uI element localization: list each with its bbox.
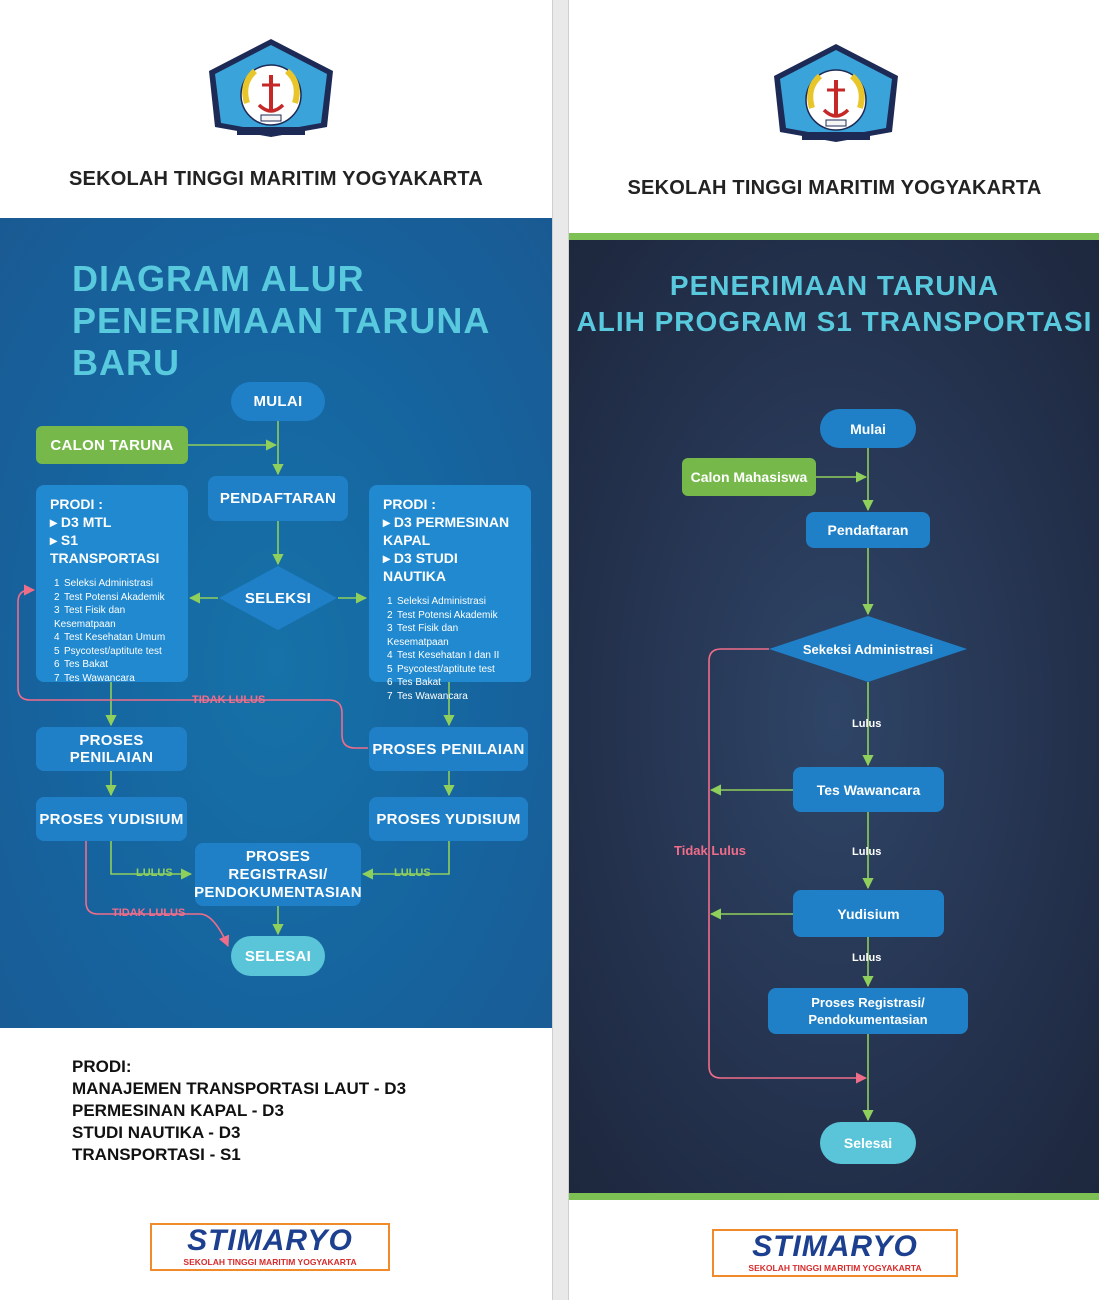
label-lulus-3: Lulus [852, 952, 882, 964]
left-emblem-graphic [209, 39, 333, 137]
seleksi-admin-diamond-shape [769, 616, 967, 682]
footer-prodi-line: PERMESINAN KAPAL - D3 [72, 1101, 284, 1120]
node-pendaftaran: Pendaftaran [806, 512, 930, 548]
node-seleksi-admin: Sekeksi Administrasi [802, 641, 934, 657]
edge-tidak-lulus [708, 648, 868, 1084]
right-title-line-2: ALIH PROGRAM S1 TRANSPORTASI [576, 306, 1093, 337]
right-title-line-1: PENERIMAAN TARUNA [669, 270, 1000, 301]
footer-prodi-line: MANAJEMEN TRANSPORTASI LAUT - D3 [72, 1079, 407, 1098]
logo-brand-sub: SEKOLAH TINGGI MARITIM YOGYAKARTA [183, 1257, 357, 1267]
label-tidak-lulus-selesai: TIDAK LULUS [112, 907, 186, 919]
logo-brand: STIMARYO [187, 1224, 353, 1257]
logo-brand-sub: SEKOLAH TINGGI MARITIM YOGYAKARTA [748, 1263, 922, 1273]
node-selesai: Selesai [820, 1122, 916, 1164]
seleksi-diamond-shape [219, 566, 337, 630]
node-tes-wawancara: Tes Wawancara [793, 767, 944, 812]
prodi-right-program-2: ▸ D3 STUDI NAUTIKA [383, 550, 458, 584]
registrasi-line-1: PROSES REGISTRASI/ [228, 847, 328, 883]
node-pendaftaran: PENDAFTARAN [208, 476, 348, 521]
prodi-right-head: PRODI : [383, 496, 436, 512]
right-flow-panel [569, 233, 1099, 1200]
label-lulus-1: Lulus [852, 718, 882, 730]
node-proses-penilaian-left: PROSES PENILAIAN [36, 727, 187, 771]
node-seleksi: SELEKSI [244, 589, 312, 607]
node-proses-penilaian-right: PROSES PENILAIAN [369, 727, 528, 771]
school-emblem [774, 44, 898, 142]
node-mulai: MULAI [231, 382, 325, 421]
footer-prodi-line: TRANSPORTASI - S1 [72, 1145, 241, 1164]
prodi-box-right: PRODI : ▸ D3 PERMESINAN KAPAL ▸ D3 STUDI… [369, 485, 531, 702]
node-selesai: SELESAI [231, 936, 325, 976]
left-banner: SEKOLAH TINGGI MARITIM YOGYAKARTA DIAGRA… [0, 0, 553, 1300]
right-panel-title: PENERIMAAN TARUNA ALIH PROGRAM S1 TRANSP… [569, 268, 1099, 340]
registrasi-line-2: PENDOKUMENTASIAN [194, 883, 362, 901]
footer-prodi-line: PRODI: [72, 1057, 132, 1076]
left-panel-title: DIAGRAM ALUR PENERIMAAN TARUNA BARU [72, 258, 552, 384]
prodi-left-head: PRODI : [50, 496, 103, 512]
label-tidak-lulus-loop: TIDAK LULUS [192, 694, 266, 706]
footer-prodi-line: STUDI NAUTIKA - D3 [72, 1123, 241, 1142]
label-lulus-left: LULUS [136, 867, 173, 879]
node-proses-registrasi: PROSES REGISTRASI/ PENDOKUMENTASIAN [194, 843, 362, 906]
right-banner: SEKOLAH TINGGI MARITIM YOGYAKARTA PENERI… [568, 0, 1099, 1300]
school-emblem [209, 39, 333, 137]
registrasi-line-1: Proses Registrasi/ [811, 995, 925, 1010]
prodi-left-program-2: ▸ S1 TRANSPORTASI [50, 532, 160, 566]
stimaryo-logo-right: STIMARYO SEKOLAH TINGGI MARITIM YOGYAKAR… [712, 1229, 958, 1277]
prodi-left-program-1: ▸ D3 MTL [50, 514, 112, 530]
right-flow-connectors [708, 448, 967, 1122]
node-proses-yudisium-left: PROSES YUDISIUM [36, 797, 187, 841]
label-lulus-right: LULUS [394, 867, 431, 879]
left-title-line-1: DIAGRAM ALUR [72, 258, 365, 299]
stimaryo-logo-left: STIMARYO SEKOLAH TINGGI MARITIM YOGYAKAR… [150, 1223, 390, 1271]
right-school-name: SEKOLAH TINGGI MARITIM YOGYAKARTA [627, 177, 1042, 199]
right-emblem-graphic [774, 44, 898, 142]
node-yudisium: Yudisium [793, 890, 944, 937]
node-calon-mahasiswa: Calon Mahasiswa [682, 458, 816, 496]
node-proses-registrasi: Proses Registrasi/ Pendokumentasian [768, 988, 968, 1034]
left-title-line-2: PENERIMAAN TARUNA BARU [72, 300, 489, 383]
label-lulus-2: Lulus [852, 846, 882, 858]
node-mulai: Mulai [820, 409, 916, 448]
edge-tidak-lulus-loop [17, 584, 368, 749]
edge-yudisium-left-registrasi [110, 841, 193, 880]
left-school-name: SEKOLAH TINGGI MARITIM YOGYAKARTA [68, 168, 484, 190]
left-flow-connectors [17, 421, 455, 948]
logo-brand: STIMARYO [752, 1230, 918, 1263]
footer-prodi-list: PRODI: MANAJEMEN TRANSPORTASI LAUT - D3 … [72, 1056, 406, 1166]
edge-tidak-lulus-selesai [85, 841, 230, 948]
registrasi-line-2: Pendokumentasian [808, 1012, 928, 1027]
label-tidak-lulus: Tidak Lulus [674, 843, 746, 858]
edge-yudisium-right-registrasi [361, 841, 450, 880]
node-calon-taruna: CALON TARUNA [36, 426, 188, 464]
prodi-right-program-1: ▸ D3 PERMESINAN KAPAL [383, 514, 510, 548]
node-proses-yudisium-right: PROSES YUDISIUM [369, 797, 528, 841]
